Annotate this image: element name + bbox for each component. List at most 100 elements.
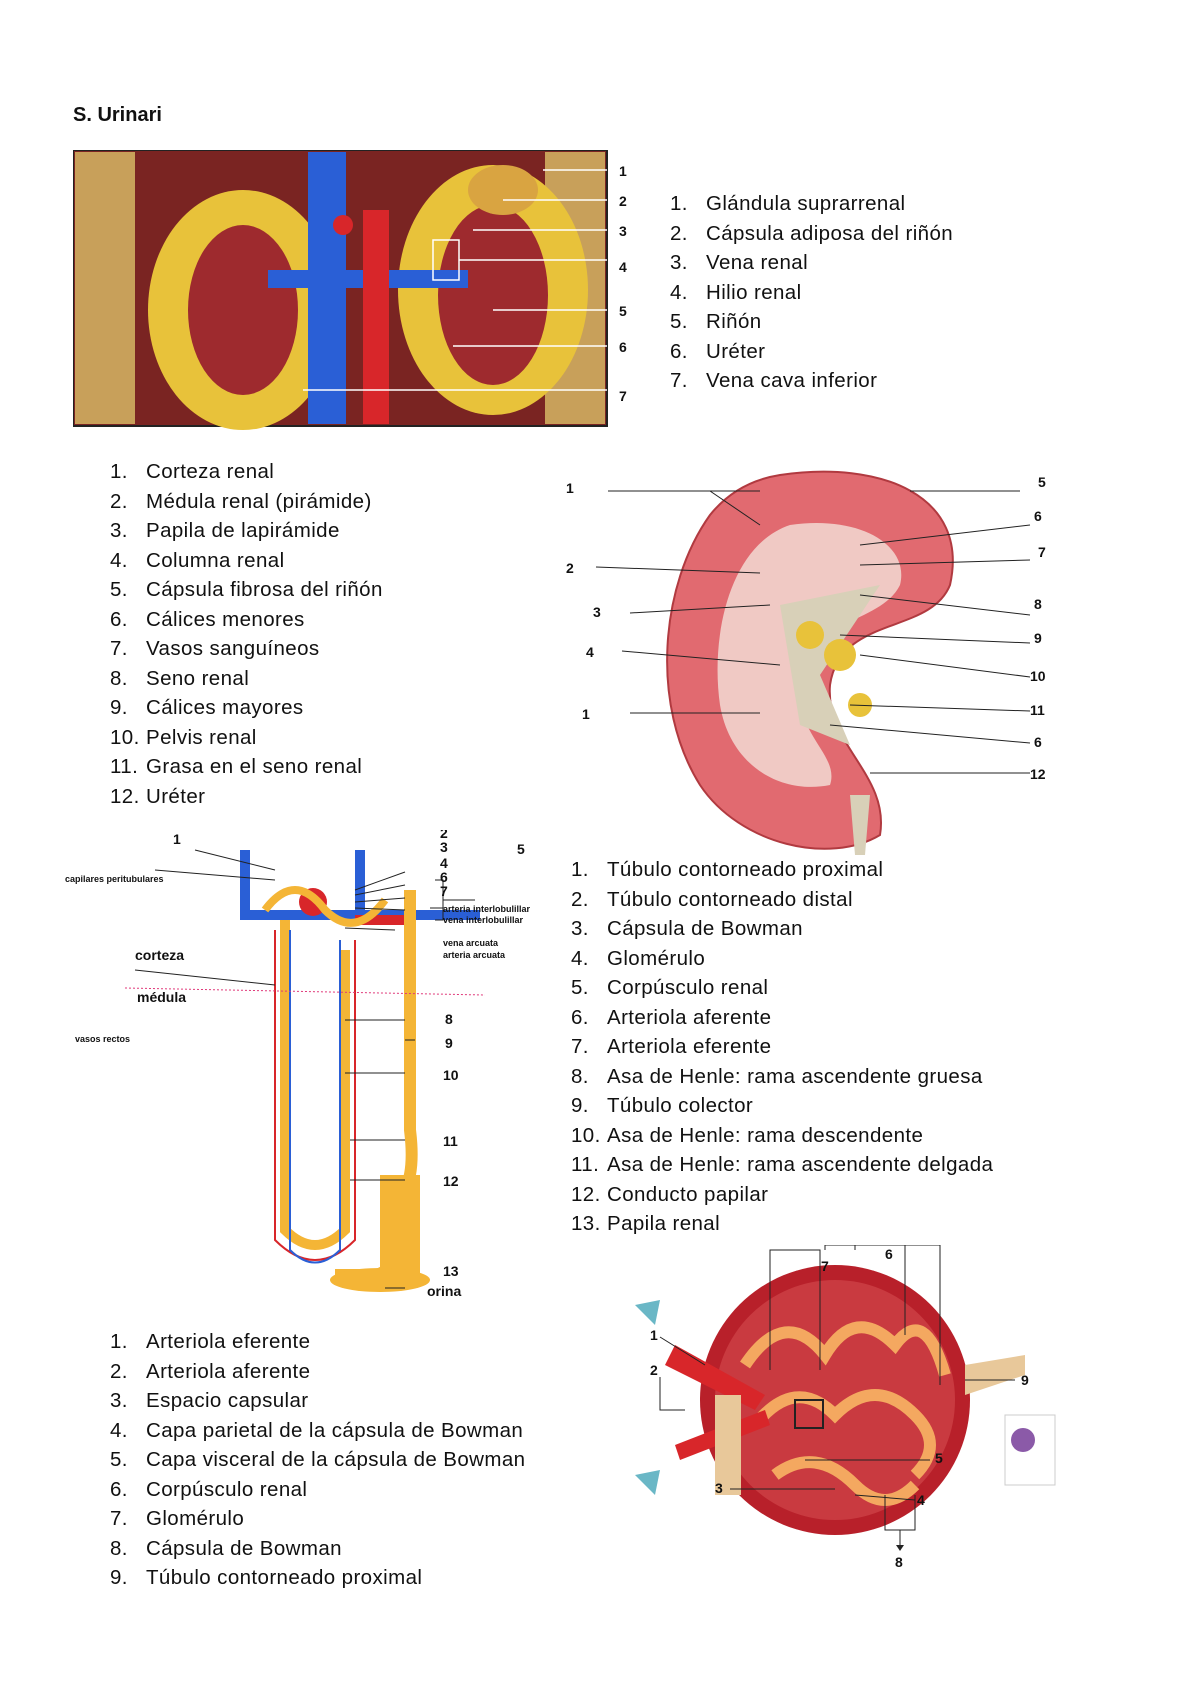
fig2-label-7: 7 [1038, 544, 1046, 560]
fig2-label-9: 9 [1034, 630, 1042, 646]
fig1-label-5: 5 [619, 303, 627, 319]
fig2-label-3: 3 [593, 604, 601, 620]
fig2-label-1b: 1 [582, 706, 590, 722]
fig2-label-11: 11 [1030, 702, 1045, 718]
fig3-label-2: 2 [440, 830, 448, 841]
list-item: 4.Hilio renal [670, 280, 802, 304]
list-item: 6.Corpúsculo renal [110, 1477, 308, 1501]
list-item: 3.Espacio capsular [110, 1389, 309, 1412]
fig3-vena-arcuata-label: vena arcuata [443, 938, 499, 948]
fig2-label-5: 5 [1038, 474, 1046, 490]
list-item: 5.Capa visceral de la cápsula de Bowman [110, 1448, 526, 1471]
list-item: 10.Pelvis renal [110, 725, 257, 749]
fig3-vena-interlob-label: vena interlobulillar [443, 915, 524, 925]
list-item: 3.Papila de lapirámide [110, 519, 340, 542]
list-item: 5.Cápsula fibrosa del riñón [110, 578, 383, 601]
list-item: 3.Vena renal [670, 251, 809, 274]
list-item: 2.Arteriola aferente [110, 1359, 311, 1383]
fig3-label-6: 6 [440, 869, 448, 885]
fig4-label-1: 1 [650, 1327, 658, 1343]
list-item: 7.Vasos sanguíneos [110, 637, 320, 660]
fig3-corteza-label: corteza [135, 947, 184, 963]
list-item: 11.Asa de Henle: rama ascendente delgada [571, 1153, 994, 1176]
fig1-label-2: 2 [619, 193, 627, 209]
list-item: 8.Seno renal [110, 666, 250, 690]
list-item: 5.Corpúsculo renal [571, 976, 769, 999]
list-item: 12.Conducto papilar [571, 1182, 769, 1206]
fig3-arteria-arcuata-label: arteria arcuata [443, 950, 506, 960]
list-item: 10.Asa de Henle: rama descendente [571, 1123, 924, 1147]
fig3-label-5: 5 [517, 841, 525, 857]
fig4-label-3: 3 [715, 1480, 723, 1496]
list-item: 9.Túbulo colector [571, 1094, 754, 1117]
fig3-label-13: 13 [443, 1263, 459, 1279]
fig3-label-1: 1 [173, 831, 181, 847]
fig2-label-12: 12 [1030, 766, 1046, 782]
fig4-label-4: 4 [917, 1492, 925, 1508]
figure-nephron: 1 2 3 4 5 6 7 8 9 10 11 12 13 capilares … [65, 830, 545, 1310]
figure-kidney-section: 1 2 3 4 1 5 6 7 8 9 10 11 6 12 [560, 465, 1080, 855]
list-fig3: 1.Túbulo contorneado proximal 2.Túbulo c… [571, 855, 993, 1239]
list-item: 6.Cálices menores [110, 607, 305, 631]
list-item: 8.Cápsula de Bowman [110, 1536, 342, 1560]
list-item: 4.Glomérulo [571, 946, 706, 970]
fig3-medula-label: médula [137, 989, 186, 1005]
fig1-label-1: 1 [619, 163, 627, 179]
list-item: 4.Columna renal [110, 548, 285, 572]
fig3-capilares-label: capilares peritubulares [65, 874, 164, 884]
list-item: 2.Médula renal (pirámide) [110, 489, 372, 513]
fig4-label-5: 5 [935, 1450, 943, 1466]
list-item: 8.Asa de Henle: rama ascendente gruesa [571, 1064, 983, 1088]
list-item: 3.Cápsula de Bowman [571, 917, 803, 940]
fig2-label-1: 1 [566, 480, 574, 496]
list-item: 13.Papila renal [571, 1212, 721, 1235]
fig3-label-3: 3 [440, 839, 448, 855]
list-item: 7.Glomérulo [110, 1507, 245, 1530]
fig3-label-10: 10 [443, 1067, 459, 1083]
fig4-label-9: 9 [1021, 1372, 1029, 1388]
list-item: 7.Vena cava inferior [670, 369, 878, 392]
fig1-label-6: 6 [619, 339, 627, 355]
fig1-label-4: 4 [619, 259, 627, 275]
fig3-label-12: 12 [443, 1173, 459, 1189]
fig1-label-7: 7 [619, 388, 627, 404]
fig3-arteria-interlob-label: arteria interlobulillar [443, 904, 531, 914]
fig3-orina-label: orina [427, 1283, 461, 1299]
fig2-label-8: 8 [1034, 596, 1042, 612]
page-title: S. Urinari [73, 104, 162, 126]
fig3-label-9: 9 [445, 1035, 453, 1051]
list-item: 1.Corteza renal [110, 460, 275, 483]
list-item: 5.Riñón [670, 310, 762, 333]
figure-renal-corpuscle: 7 6 1 2 9 5 3 4 8 [615, 1245, 1065, 1585]
list-fig1: 1.Glándula suprarrenal 2.Cápsula adiposa… [670, 189, 953, 396]
list-item: 7.Arteriola eferente [571, 1035, 772, 1058]
fig2-label-2: 2 [566, 560, 574, 576]
fig4-label-8: 8 [895, 1554, 903, 1570]
fig4-label-7: 7 [821, 1258, 829, 1274]
list-item: 9.Cálices mayores [110, 696, 304, 719]
list-item: 6.Uréter [670, 339, 766, 363]
fig3-label-7: 7 [440, 883, 448, 899]
list-item: 2.Túbulo contorneado distal [571, 887, 853, 911]
fig2-label-4: 4 [586, 644, 594, 660]
fig2-label-10: 10 [1030, 668, 1046, 684]
fig2-label-6b: 6 [1034, 734, 1042, 750]
list-item: 2.Cápsula adiposa del riñón [670, 221, 954, 245]
list-item: 12.Uréter [110, 784, 206, 808]
fig2-label-6: 6 [1034, 508, 1042, 524]
fig4-label-2: 2 [650, 1362, 658, 1378]
fig3-label-4: 4 [440, 855, 448, 871]
fig4-label-6: 6 [885, 1246, 893, 1262]
fig3-label-8: 8 [445, 1011, 453, 1027]
list-item: 4.Capa parietal de la cápsula de Bowman [110, 1418, 524, 1442]
list-fig2: 1.Corteza renal 2.Médula renal (pirámide… [110, 457, 383, 811]
fig3-label-11: 11 [443, 1133, 458, 1149]
fig1-label-3: 3 [619, 223, 627, 239]
list-item: 6.Arteriola aferente [571, 1005, 772, 1029]
fig3-vasos-rectos-label: vasos rectos [75, 1034, 130, 1044]
list-item: 9.Túbulo contorneado proximal [110, 1566, 423, 1589]
list-item: 1.Arteriola eferente [110, 1330, 311, 1353]
list-fig4: 1.Arteriola eferente 2.Arteriola aferent… [110, 1327, 525, 1593]
list-item: 1.Túbulo contorneado proximal [571, 858, 884, 881]
figure-kidneys-abdomen: 1 2 3 4 5 6 7 [73, 150, 633, 430]
